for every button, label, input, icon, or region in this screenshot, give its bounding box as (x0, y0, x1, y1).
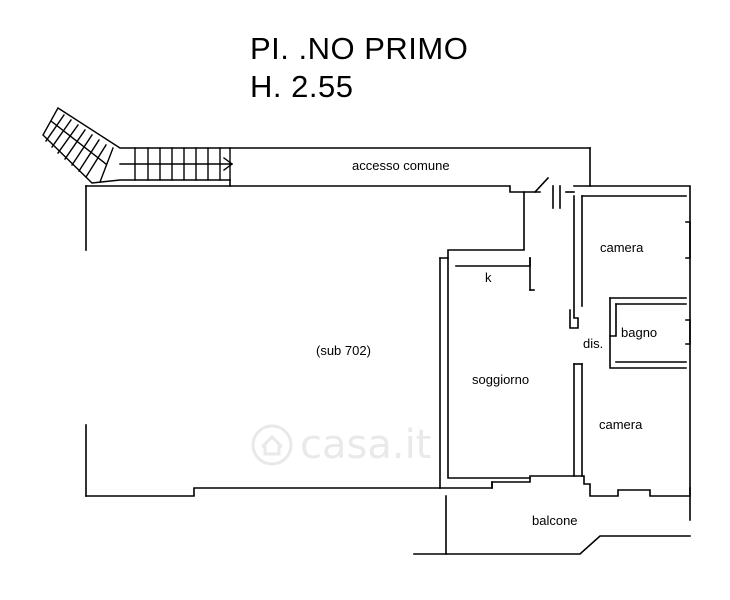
room-label-accesso-comune: accesso comune (352, 158, 450, 173)
room-label-soggiorno: soggiorno (472, 372, 530, 387)
watermark: casa.it (250, 420, 490, 470)
ceiling-height: H. 2.55 (250, 69, 354, 104)
room-label-balcone: balcone (532, 513, 578, 528)
entrance-door (523, 176, 691, 521)
floor-title: PI. .NO PRIMO (250, 31, 469, 66)
room-label-bagno: bagno (621, 325, 658, 340)
room-label-kitchen: k (485, 270, 492, 285)
south-facade (439, 475, 691, 497)
bedroom-walls (569, 195, 691, 477)
living-area-walls (439, 257, 535, 489)
corridor-walls (229, 147, 591, 187)
room-label-camera-top: camera (600, 240, 644, 255)
balcony-outline (413, 495, 691, 555)
room-label-sub: (sub 702) (316, 343, 371, 358)
room-label-camera-bottom: camera (599, 417, 643, 432)
room-label-dis: dis. (583, 336, 604, 351)
sub-702-walls (85, 185, 525, 497)
house-icon (251, 424, 293, 466)
watermark-text: casa.it (300, 422, 432, 468)
stairs (42, 107, 234, 184)
